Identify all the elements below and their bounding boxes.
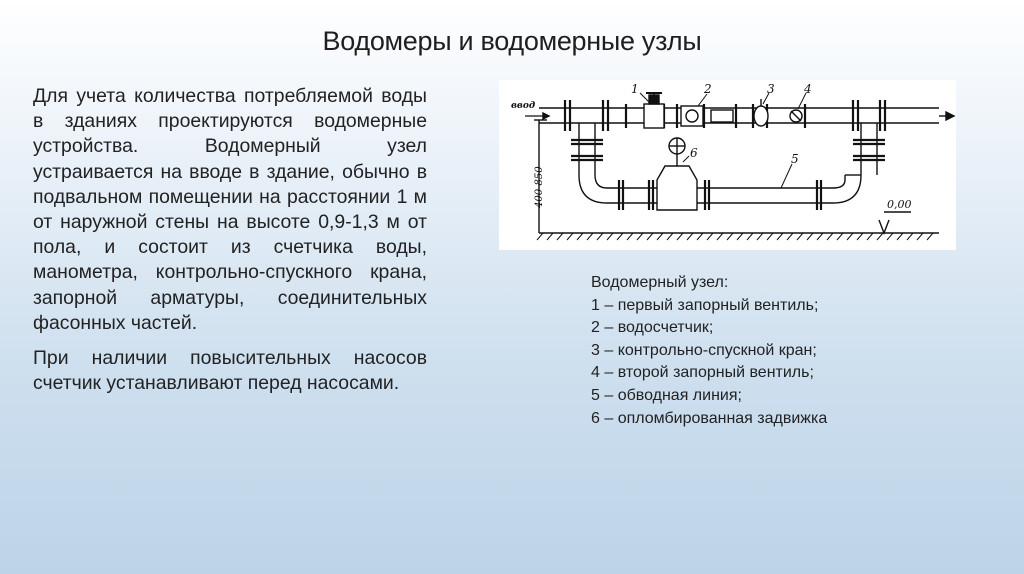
legend-item: 2 – водосчетчик; — [591, 319, 714, 337]
drain-valve-3 — [753, 99, 769, 127]
legend-item: 3 – контрольно-спускной кран; — [591, 341, 817, 359]
callout-4: 4 — [803, 82, 812, 96]
level-label: 0,00 — [887, 198, 912, 211]
level-mark — [878, 211, 911, 235]
legend-heading: Водомерный узел: — [591, 274, 729, 291]
callout-2: 2 — [703, 82, 712, 96]
water-meter-2 — [680, 105, 734, 127]
floor-hatching — [536, 232, 934, 241]
callout-5: 5 — [791, 152, 799, 166]
diagram-drawing: ввод 400-850 0,00 1 2 3 4 5 6 — [511, 82, 956, 241]
legend-item: 1 – первый запорный вентиль; — [591, 296, 819, 314]
bypass-flanges — [617, 180, 823, 210]
main-pipe — [525, 107, 956, 124]
valve-1 — [643, 92, 665, 129]
bypass-line-5 — [578, 174, 862, 204]
legend-item: 6 – опломбированная задвижка — [591, 409, 828, 427]
diagram-legend: Водомерный узел: 1 – первый запорный вен… — [591, 272, 971, 430]
slide-title: Водомеры и водомерные узлы — [322, 26, 702, 56]
legend-item: 4 – второй запорный вентиль; — [591, 364, 814, 382]
main-pipe-flanges — [563, 100, 887, 131]
callout-1: 1 — [631, 82, 639, 96]
dimension-label: 400-850 — [534, 166, 545, 209]
bypass-risers — [578, 123, 878, 175]
body-paragraph-2: При наличии повысительных насосов счетчи… — [33, 347, 427, 395]
body-paragraph-1: Для учета количества потребляемой воды в… — [33, 85, 427, 334]
water-meter-diagram: ввод 400-850 0,00 1 2 3 4 5 6 — [499, 80, 956, 250]
body-text: Для учета количества потребляемой воды в… — [33, 84, 427, 406]
riser-flanges — [571, 138, 885, 162]
callout-3: 3 — [767, 82, 775, 96]
inlet-label: ввод — [511, 101, 535, 111]
legend-item: 5 – обводная линия; — [591, 386, 742, 404]
callout-leaders — [639, 92, 807, 189]
callout-6: 6 — [690, 146, 698, 160]
valve-4 — [789, 109, 803, 123]
gate-valve-6 — [656, 137, 698, 211]
